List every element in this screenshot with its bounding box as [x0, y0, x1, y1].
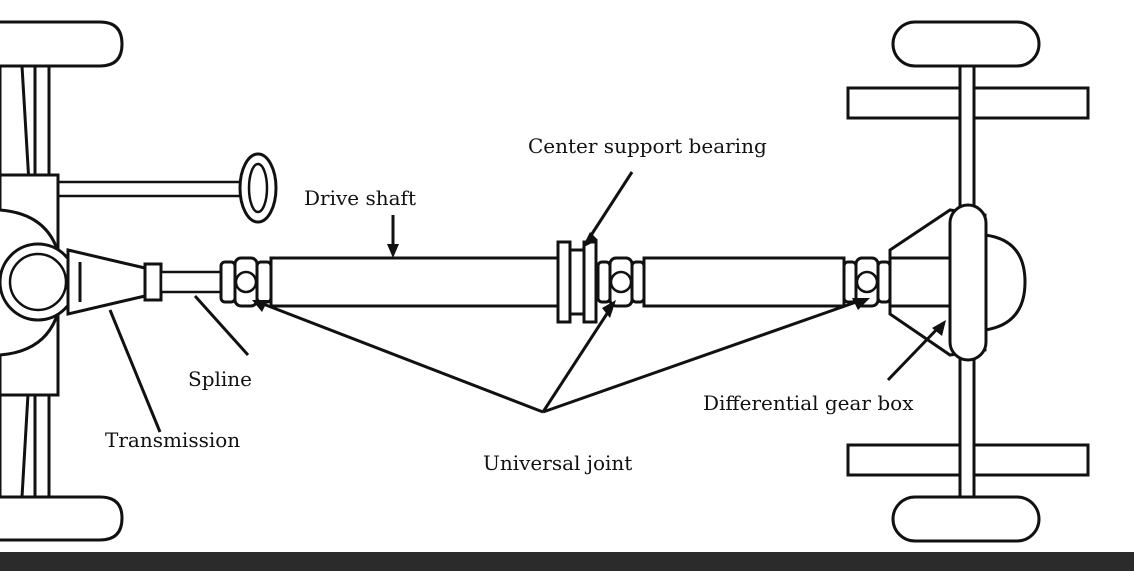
- labels: Center support bearing Drive shaft Splin…: [105, 134, 914, 475]
- universal-joint-front: [219, 256, 273, 308]
- label-differential-gear-box: Differential gear box: [703, 391, 914, 415]
- label-center-support-bearing: Center support bearing: [528, 134, 767, 158]
- transmission-housing-inner: [8, 252, 68, 312]
- front-wheel-top: [0, 20, 124, 68]
- front-wheel-bottom: [0, 495, 124, 542]
- steering-rod: [53, 180, 252, 198]
- differential-cover: [983, 233, 1027, 332]
- spline-shaft: [159, 270, 223, 294]
- front-assembly: [0, 20, 278, 542]
- propeller-shaft: [219, 240, 892, 324]
- drive-shaft-front-tube: [269, 256, 560, 308]
- universal-joint-rear: [842, 256, 892, 308]
- label-drive-shaft: Drive shaft: [304, 186, 416, 210]
- differential-pinion: [888, 256, 952, 308]
- drive-shaft-rear-tube: [642, 256, 846, 308]
- rear-wheel-top: [891, 20, 1041, 68]
- differential-carrier: [948, 203, 988, 362]
- center-support-bearing: [556, 240, 598, 324]
- label-universal-joint: Universal joint: [483, 451, 632, 475]
- rear-assembly: [846, 20, 1090, 543]
- leader-lines: [108, 171, 946, 433]
- rear-wheel-bottom: [891, 495, 1041, 543]
- drive-shaft-diagram: Center support bearing Drive shaft Splin…: [0, 20, 1090, 543]
- label-spline: Spline: [188, 367, 252, 391]
- steering-wheel-inner: [247, 162, 269, 214]
- label-transmission: Transmission: [105, 428, 240, 452]
- universal-joint-middle: [596, 256, 646, 308]
- bottom-bar: [0, 552, 1134, 571]
- spline-collar: [143, 262, 163, 302]
